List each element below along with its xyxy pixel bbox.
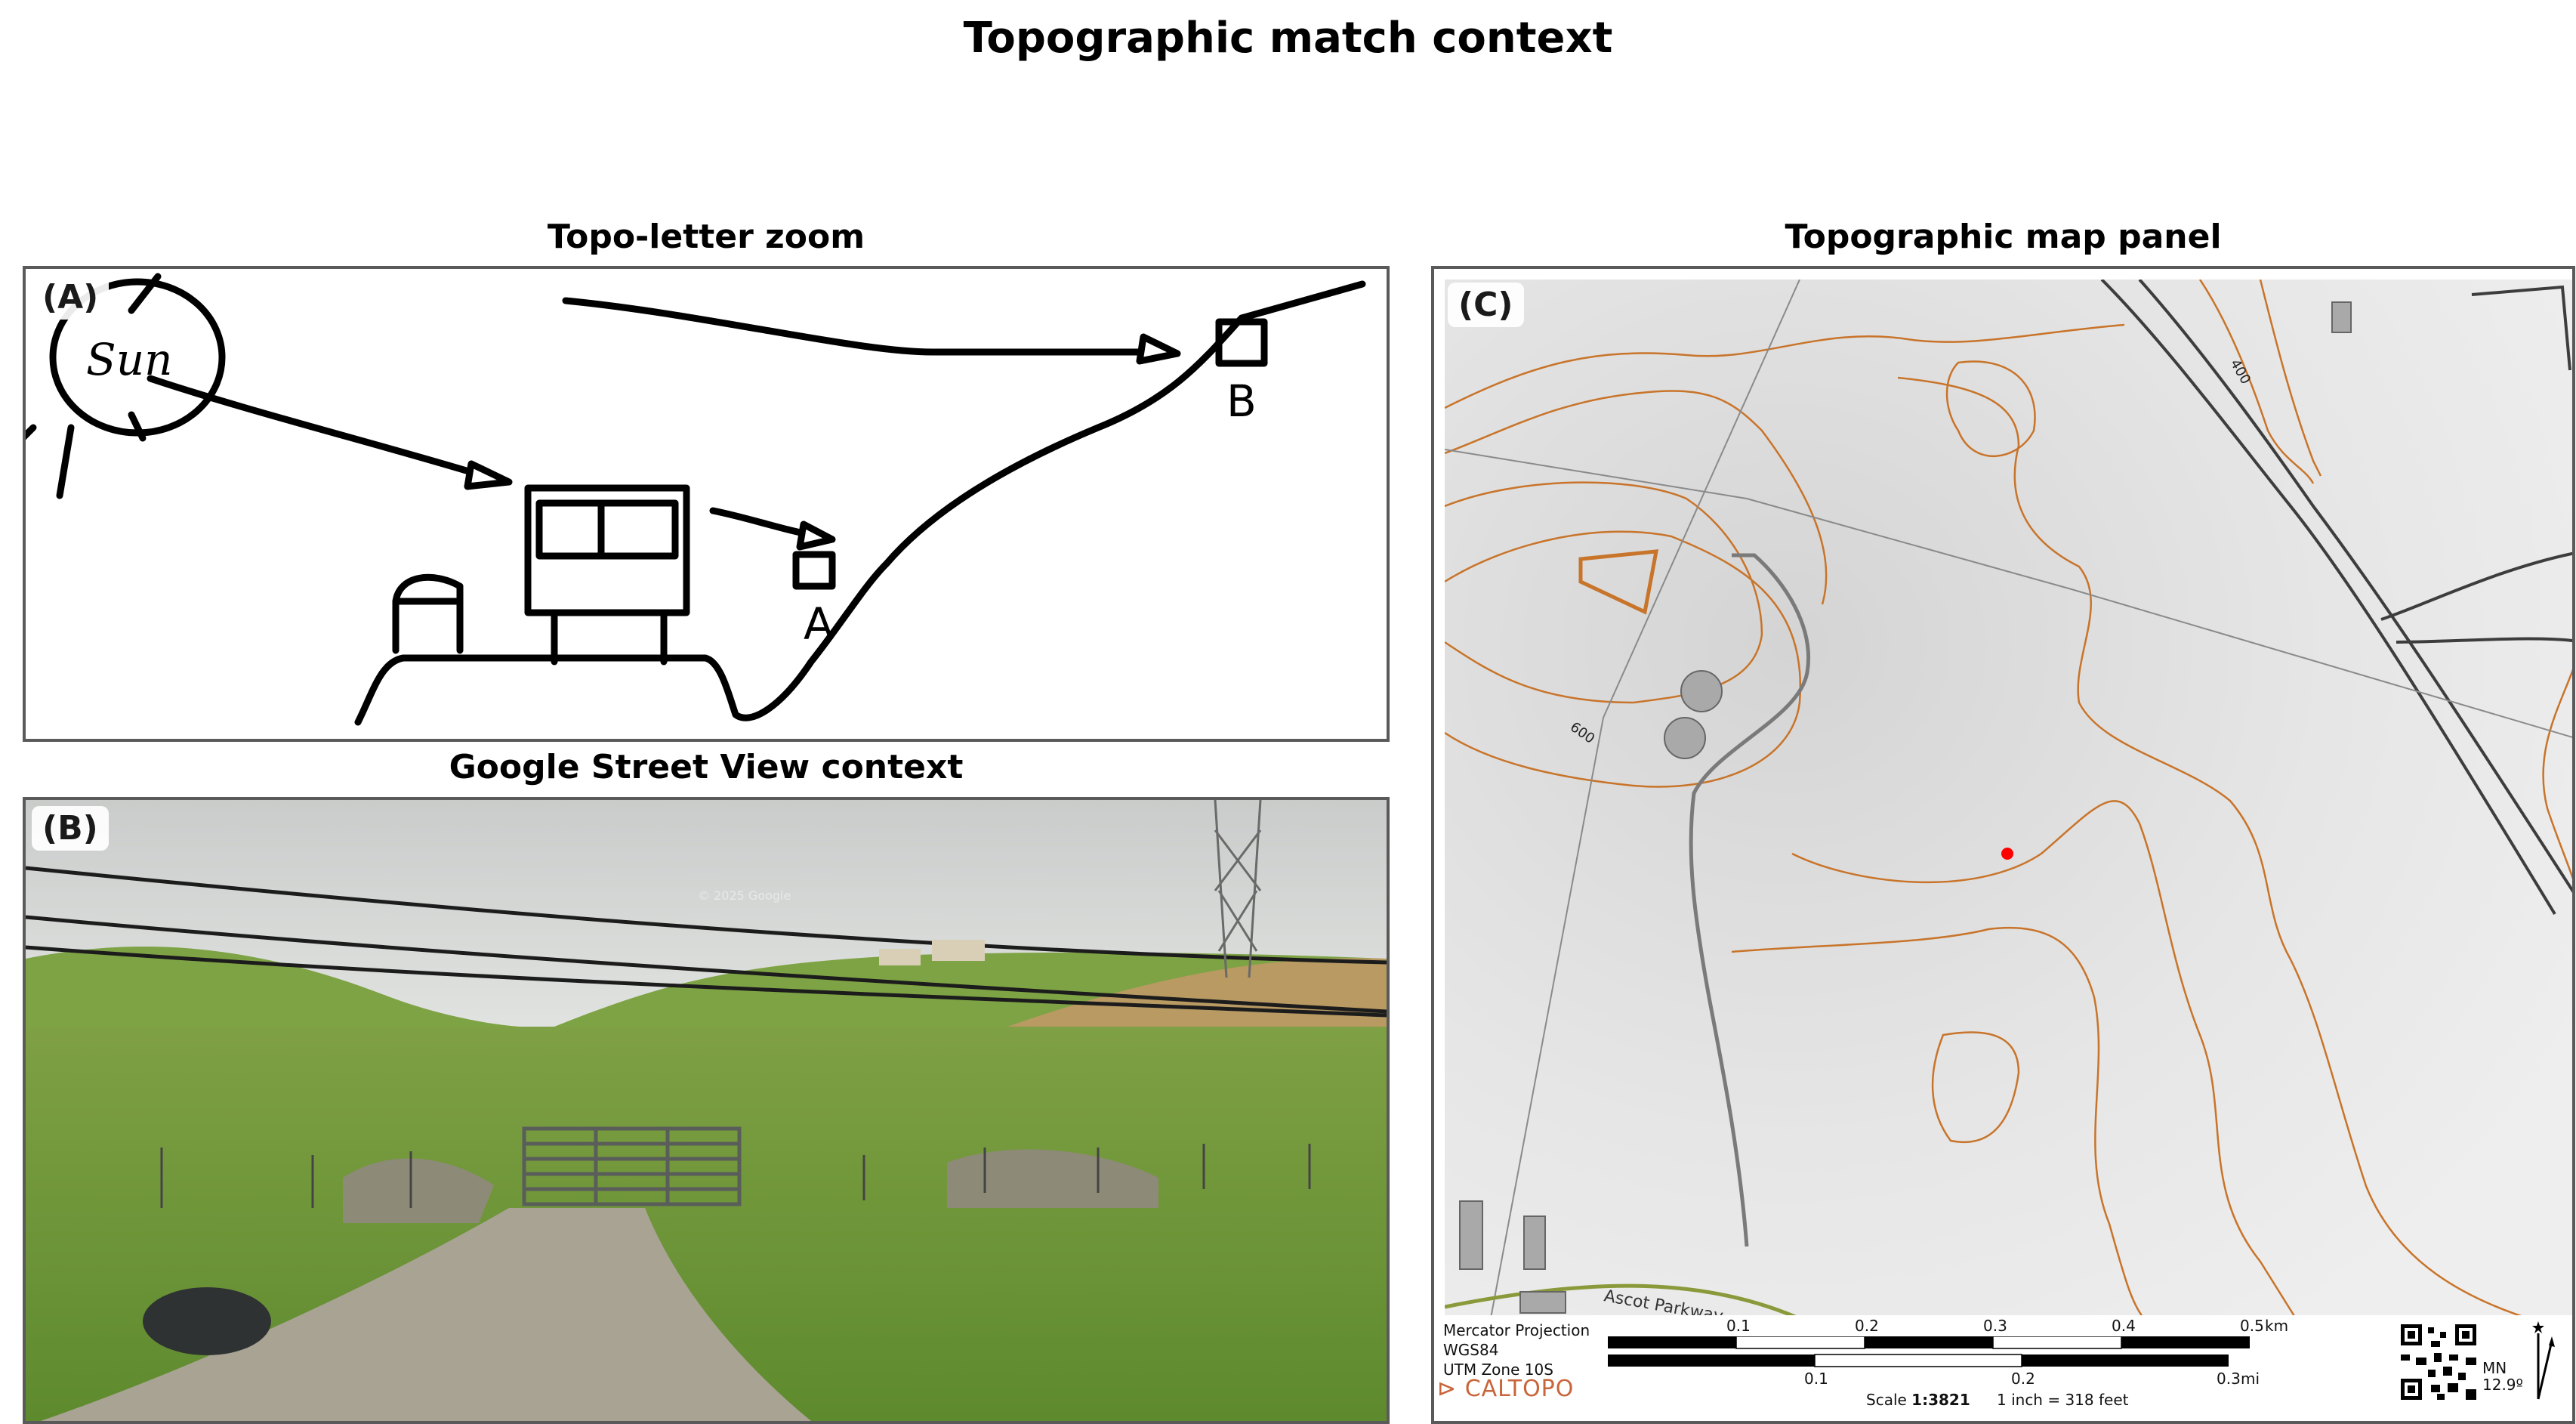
panel-a-label: (A): [32, 275, 110, 320]
panel-c-map: 600 400 Ascot Parkway Mercator Projectio…: [1431, 266, 2575, 1424]
panel-c-label: (C): [1448, 283, 1524, 327]
sun-ray: [56, 424, 75, 499]
compass-logo-icon: ⊳: [1437, 1376, 1458, 1402]
ascot-parkway: [1445, 1283, 1809, 1322]
scale-bars: [1608, 1336, 2250, 1367]
sun-ray-arrow-b: [562, 297, 1177, 356]
panel-a-title: Topo-letter zoom: [547, 218, 865, 256]
mi-unit: mi: [2241, 1370, 2260, 1388]
gate: [522, 1126, 742, 1206]
culvert-pipe: [143, 1287, 271, 1355]
sun-ray-arrow-a: [147, 375, 490, 480]
arrowhead: [1136, 333, 1181, 365]
caltopo-logo: ⊳ CALTOPO: [1437, 1376, 1574, 1402]
contour-lines: [1445, 280, 2572, 1322]
panel-c-title: Topographic map panel: [1785, 218, 2222, 256]
declination-label: MN: [2482, 1359, 2507, 1377]
arrowhead: [796, 520, 836, 551]
km-tick-label: 0.1: [1726, 1317, 1751, 1335]
km-tick-label: 0.4: [2112, 1317, 2136, 1335]
qr-code-icon: [2401, 1324, 2476, 1400]
km-unit: km: [2265, 1317, 2289, 1335]
scale-ratio: Scale 1:3821: [1866, 1391, 1970, 1409]
sun-text: Sun: [86, 334, 172, 385]
inch-equivalent: 1 inch = 318 feet: [1997, 1391, 2129, 1409]
sun-ray: [26, 424, 37, 440]
water-tanks: [879, 940, 985, 965]
north-arrow-icon: [2532, 1321, 2555, 1400]
power-line: [1445, 280, 2572, 1322]
dry-brush-left: [343, 1158, 494, 1223]
panel-a-sketch: Sun A B (A): [23, 266, 1390, 742]
box-a: [792, 551, 836, 590]
km-scale-bar: [1608, 1336, 2250, 1349]
transmission-tower: [1214, 800, 1262, 978]
figure-title: Topographic match context: [963, 14, 1613, 63]
mi-scale-bar: [1608, 1354, 2229, 1367]
fence-posts: [160, 1144, 1311, 1208]
panel-b-label: (B): [32, 806, 109, 851]
km-tick-label: 0.2: [1855, 1317, 1879, 1335]
mi-tick-label: 0.2: [2011, 1370, 2035, 1388]
arrowhead: [464, 460, 513, 490]
km-tick-label: 0.5: [2240, 1317, 2264, 1335]
mi-tick-label: 0.1: [1804, 1370, 1828, 1388]
track-road: [1689, 553, 1810, 1247]
location-marker: [2001, 848, 2013, 860]
point-b-text: B: [1226, 375, 1257, 427]
hand-drawn-sketch: Sun A B: [26, 273, 1366, 726]
panel-b-photo: © 2025 Google (B): [23, 797, 1390, 1424]
point-a-text: A: [804, 598, 834, 650]
mi-tick-label: 0.3: [2217, 1370, 2241, 1388]
km-tick-label: 0.3: [1983, 1317, 2007, 1335]
street-view-image: © 2025 Google: [26, 800, 1387, 1421]
vehicle-window: [535, 499, 679, 560]
box-b: [1215, 318, 1268, 367]
hillshade: [1445, 280, 2572, 1322]
declination-value: 12.9º: [2482, 1376, 2523, 1394]
buildings: [1459, 301, 2352, 1314]
panel-b-title: Google Street View context: [449, 748, 964, 786]
major-roads: [2100, 280, 2572, 916]
watermark: © 2025 Google: [698, 888, 791, 903]
dry-brush-right: [947, 1149, 1158, 1208]
terrain-profile: [354, 280, 1366, 726]
vehicle-body: [524, 484, 690, 616]
map-legend: Mercator Projection WGS84 UTM Zone 10S ⊳…: [1434, 1315, 2572, 1421]
zone-text: UTM Zone 10S: [1443, 1361, 1553, 1379]
power-lines: [26, 866, 1387, 1018]
sun-ray: [128, 411, 147, 442]
sun-ray: [128, 273, 162, 314]
hut: [392, 573, 464, 654]
projection-text: Mercator Projection: [1443, 1321, 1590, 1339]
gravel-road: [41, 1208, 811, 1421]
topo-map[interactable]: 600 400 Ascot Parkway: [1445, 280, 2575, 1322]
datum-text: WGS84: [1443, 1341, 1499, 1359]
brand-text: CALTOPO: [1464, 1376, 1575, 1402]
